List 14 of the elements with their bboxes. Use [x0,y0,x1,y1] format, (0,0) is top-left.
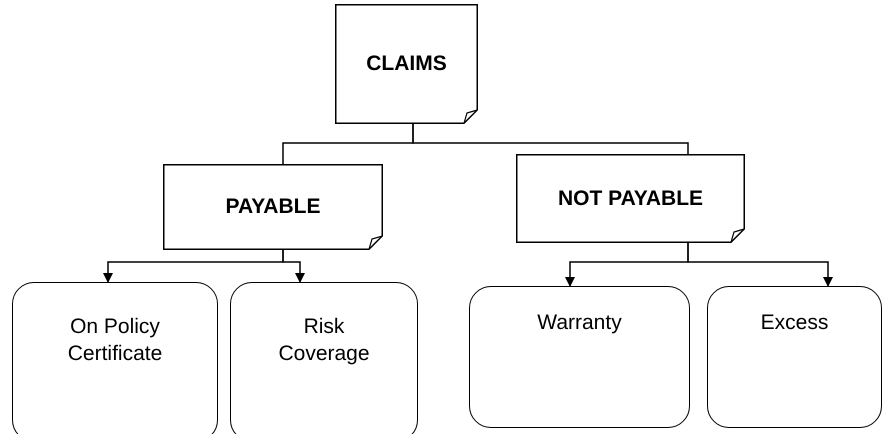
connector-line [412,124,689,154]
rounded-box [469,286,690,428]
node-label: NOT PAYABLE [556,186,704,210]
node-label: Warranty [536,310,623,336]
node-label: On Policy Certificate [66,314,164,367]
node-label: Risk Coverage [277,314,371,367]
node-label: PAYABLE [224,195,322,219]
node-label: CLAIMS [365,52,448,76]
rounded-box [230,282,418,434]
arrow [282,250,305,283]
rounded-box [12,282,218,434]
node-label: Excess [760,310,830,336]
arrow [687,243,833,287]
rounded-box [707,286,882,428]
